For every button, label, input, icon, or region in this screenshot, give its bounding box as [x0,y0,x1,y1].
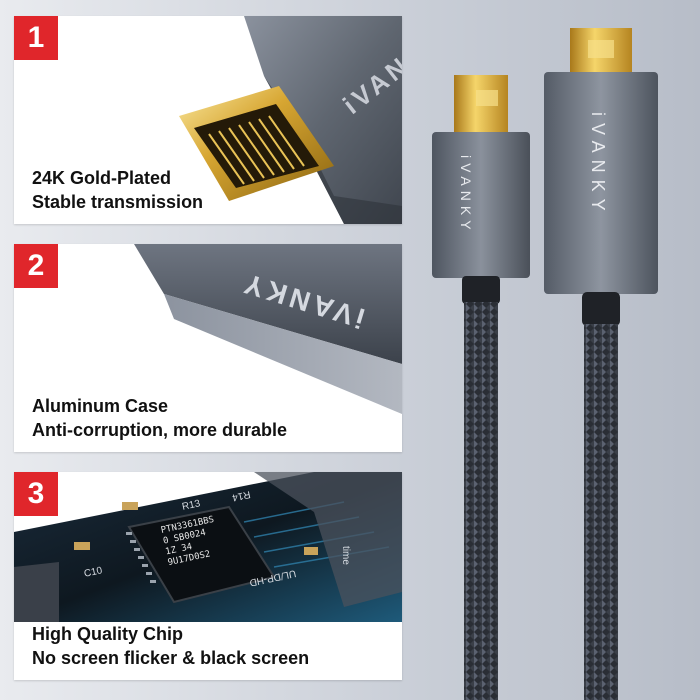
feature-subtitle: Stable transmission [32,192,204,212]
feature-title: High Quality Chip [32,624,183,644]
hdmi-connector-closeup [179,16,402,224]
feature-panel-chip: PTN3361BBS 0 SB0024 1Z 34 9U17D0S2 R13 R… [14,472,402,680]
feature-title: 24K Gold-Plated [32,168,172,188]
feature-panel-aluminum-case: iVANKY 2 Aluminum Case Anti-corruption, … [14,244,402,452]
feature-subtitle: Anti-corruption, more durable [32,420,288,440]
feature-subtitle: No screen flicker & black screen [32,648,310,668]
feature-title: Aluminum Case [32,396,169,416]
hdmi-cable [584,324,618,700]
displayport-strain-relief [462,276,500,304]
feature-number-badge: 3 [14,472,58,516]
displayport-housing [432,132,530,278]
displayport-cable [464,302,498,700]
aluminum-case-closeup [134,244,402,414]
feature-caption: Aluminum Case Anti-corruption, more dura… [32,394,287,442]
feature-caption: 24K Gold-Plated Stable transmission [32,166,203,214]
cable-illustration: iVANKY iVANKY [410,0,700,700]
feature-number-badge: 2 [14,244,58,288]
hdmi-housing [544,72,658,294]
circuit-board-closeup [14,472,402,680]
feature-panel-gold-plated: iVANKY 1 24K Gold-Plated Stable transmis… [14,16,402,224]
brand-logo-hdmi: iVANKY [588,112,608,218]
feature-caption: High Quality Chip No screen flicker & bl… [32,622,309,670]
brand-logo-displayport: iVANKY [458,155,474,235]
braided-cables [432,28,658,700]
board-label-time: time [339,546,351,565]
hdmi-strain-relief [582,292,620,326]
feature-number-badge: 1 [14,16,58,60]
